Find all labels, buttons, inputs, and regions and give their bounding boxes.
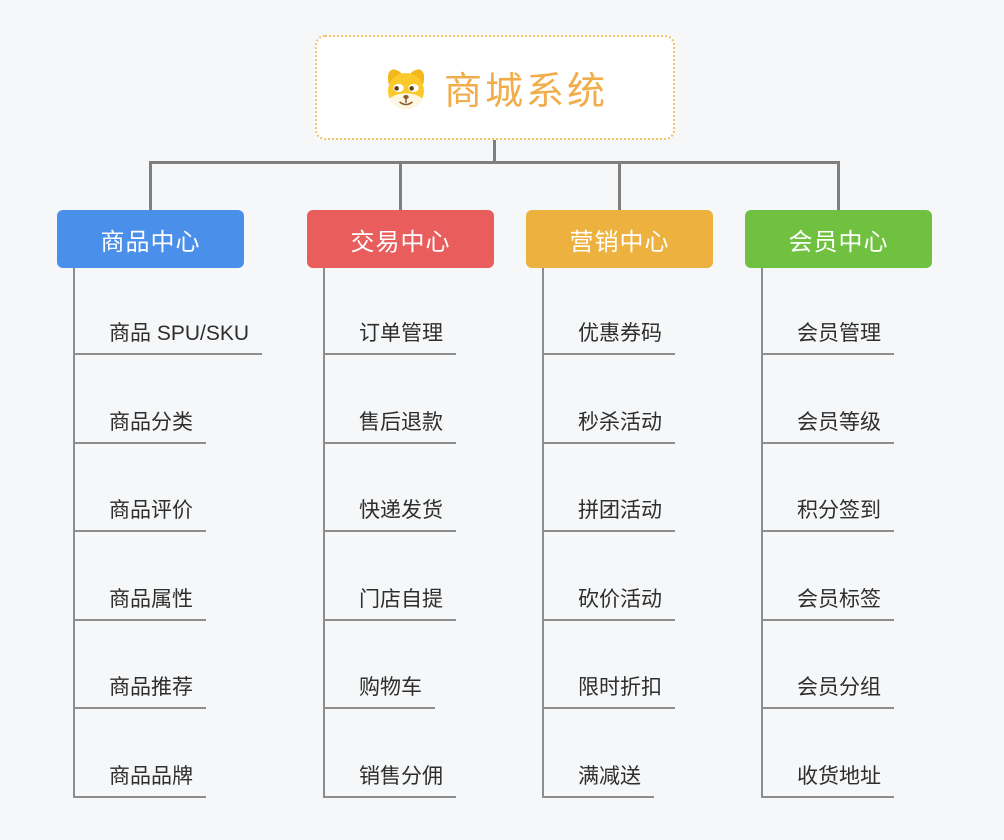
leaf-node[interactable]: 商品品牌: [73, 762, 206, 798]
connector-drop-3: [618, 161, 621, 210]
leaf-node[interactable]: 会员等级: [761, 408, 894, 444]
leaf-node[interactable]: 门店自提: [323, 585, 456, 621]
leaf-node[interactable]: 商品评价: [73, 496, 206, 532]
leaf-column-marketing: 优惠券码 秒杀活动 拼团活动 砍价活动 限时折扣 满减送: [542, 268, 772, 798]
connector-drop-4: [837, 161, 840, 210]
connector-rail: [149, 161, 840, 164]
branch-node-member-center[interactable]: 会员中心: [745, 210, 932, 268]
leaf-node[interactable]: 商品属性: [73, 585, 206, 621]
leaf-node[interactable]: 积分签到: [761, 496, 894, 532]
leaf-node[interactable]: 商品 SPU/SKU: [73, 319, 263, 355]
leaf-node[interactable]: 销售分佣: [323, 762, 456, 798]
branch-node-product-center[interactable]: 商品中心: [57, 210, 244, 268]
connector-drop-2: [399, 161, 402, 210]
root-node[interactable]: 商城系统: [315, 35, 675, 140]
leaf-node[interactable]: 收货地址: [761, 762, 894, 798]
leaf-column-product: 商品 SPU/SKU 商品分类 商品评价 商品属性 商品推荐 商品品牌: [73, 268, 303, 798]
leaf-column-trade: 订单管理 售后退款 快递发货 门店自提 购物车 销售分佣: [323, 268, 553, 798]
branch-node-marketing-center[interactable]: 营销中心: [526, 210, 713, 268]
branch-node-trade-center[interactable]: 交易中心: [307, 210, 494, 268]
dog-face-icon: [382, 66, 430, 110]
leaf-node[interactable]: 快递发货: [323, 496, 456, 532]
leaf-node[interactable]: 秒杀活动: [542, 408, 675, 444]
leaf-node[interactable]: 优惠券码: [542, 319, 675, 355]
leaf-node[interactable]: 限时折扣: [542, 673, 675, 709]
leaf-node[interactable]: 拼团活动: [542, 496, 675, 532]
leaf-node[interactable]: 会员管理: [761, 319, 894, 355]
connector-root-stub: [493, 140, 496, 163]
leaf-node[interactable]: 会员标签: [761, 585, 894, 621]
leaf-node[interactable]: 商品分类: [73, 408, 206, 444]
leaf-node[interactable]: 砍价活动: [542, 585, 675, 621]
leaf-node[interactable]: 购物车: [323, 673, 435, 709]
leaf-node[interactable]: 满减送: [542, 762, 654, 798]
leaf-node[interactable]: 订单管理: [323, 319, 456, 355]
root-title: 商城系统: [443, 71, 608, 113]
connector-drop-1: [149, 161, 152, 210]
leaf-node[interactable]: 商品推荐: [73, 673, 206, 709]
leaf-node[interactable]: 会员分组: [761, 673, 894, 709]
leaf-column-member: 会员管理 会员等级 积分签到 会员标签 会员分组 收货地址: [761, 268, 991, 798]
leaf-node[interactable]: 售后退款: [323, 408, 456, 444]
